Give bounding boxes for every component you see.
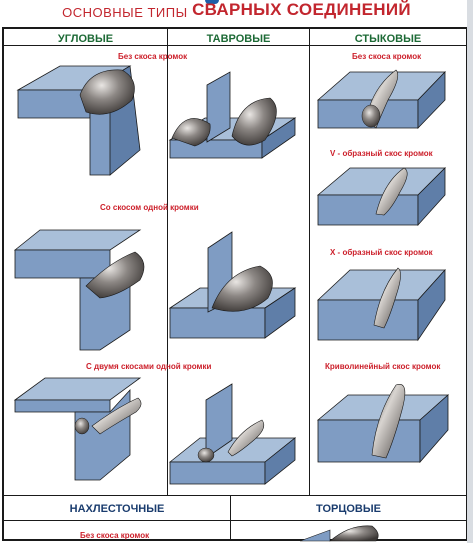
label-row2: Со скосом одной кромки — [100, 203, 199, 212]
butt-joint-1 — [316, 69, 446, 129]
tee-joint-3 — [168, 383, 297, 485]
title-prefix: ОСНОВНЫЕ ТИПЫ — [62, 5, 188, 20]
label-butt-4: Криволинейный скос кромок — [325, 362, 441, 371]
title-badge-decoration — [205, 0, 219, 4]
header-butt: СТЫКОВЫЕ — [354, 33, 422, 45]
butt-joint-4 — [316, 384, 450, 464]
tee-joint-2 — [168, 231, 297, 339]
title-main: СВАРНЫХ СОЕДИНЕНИЙ — [192, 0, 411, 19]
header-lap: НАХЛЕСТОЧНЫЕ — [69, 503, 165, 515]
divider-col-2 — [309, 27, 310, 495]
header-corner: УГЛОВЫЕ — [57, 33, 114, 45]
divider-col-1 — [167, 27, 168, 495]
label-butt-1: Без скоса кромок — [352, 52, 422, 61]
header-tee: ТАВРОВЫЕ — [206, 33, 271, 45]
page-title: ОСНОВНЫЕ ТИПЫ СВАРНЫХ СОЕДИНЕНИЙ — [0, 0, 473, 27]
butt-joint-2 — [316, 167, 446, 227]
divider-bottom-row — [2, 495, 468, 496]
corner-joint-2 — [13, 229, 145, 351]
label-butt-2: V - образный скос кромок — [330, 149, 433, 158]
label-row1: Без скоса кромок — [118, 52, 188, 61]
divider-header — [2, 45, 468, 46]
tee-joint-1 — [168, 71, 297, 159]
edge-joint-preview — [299, 525, 379, 542]
label-lap: Без скоса кромок — [80, 531, 150, 540]
label-row3: С двумя скосами одной кромки — [86, 362, 212, 371]
header-edge: ТОРЦОВЫЕ — [316, 503, 381, 515]
corner-joint-3 — [13, 377, 142, 481]
butt-joint-3 — [316, 267, 446, 342]
divider-bottom-col — [230, 495, 231, 541]
label-butt-3: X - образный скос кромок — [330, 248, 433, 257]
divider-bottom-header — [2, 520, 468, 521]
scan-edge — [467, 0, 473, 543]
corner-joint-1 — [16, 65, 141, 176]
